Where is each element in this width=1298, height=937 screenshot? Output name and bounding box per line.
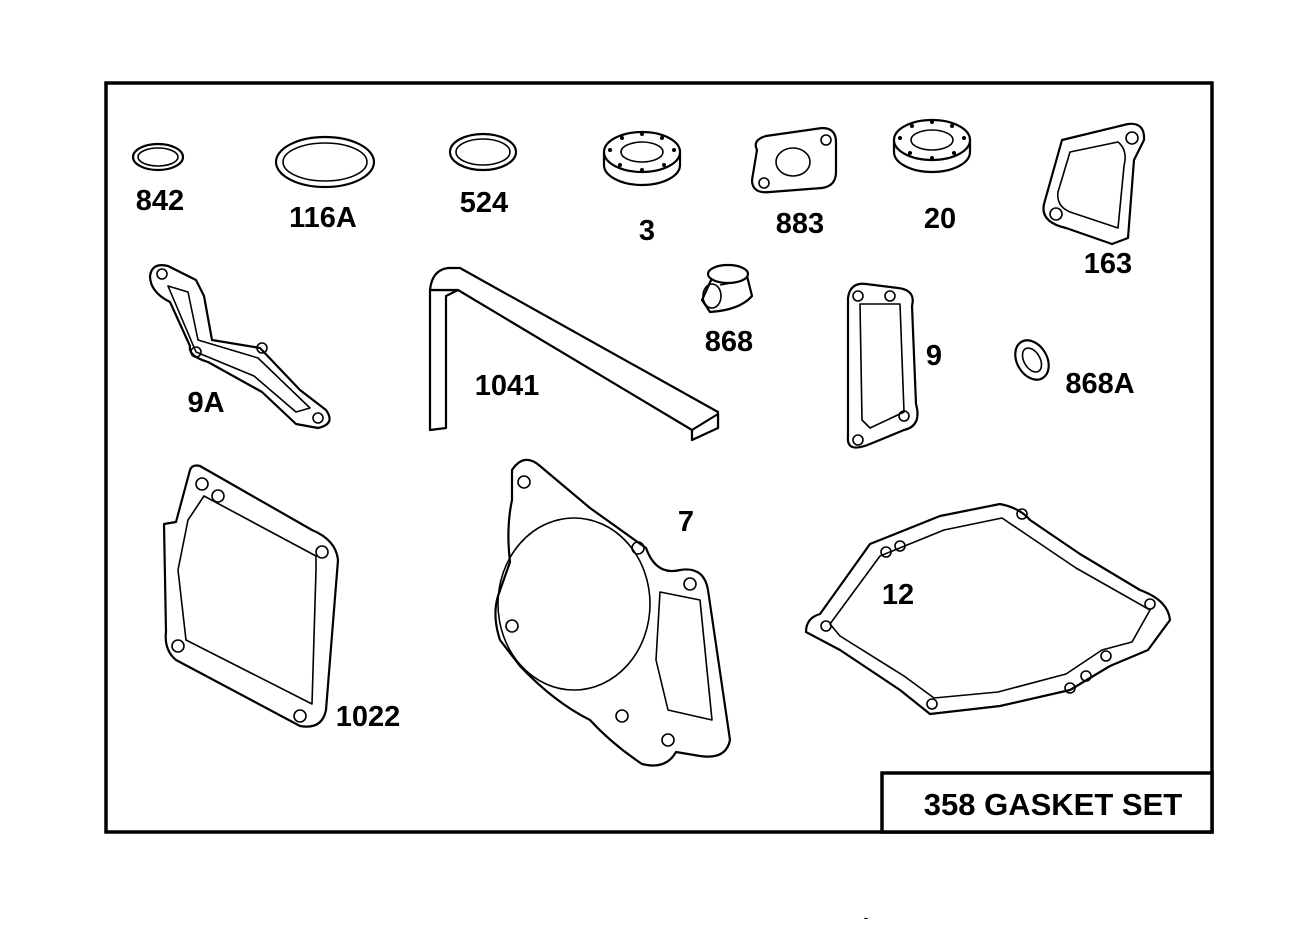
label-9A: 9A: [187, 387, 224, 419]
label-1022: 1022: [336, 701, 401, 733]
caption-box: 358 GASKET SET: [880, 771, 1214, 834]
label-163: 163: [1084, 248, 1132, 280]
label-7: 7: [678, 506, 694, 538]
part-868A-washer: [1014, 339, 1050, 381]
part-3-oil-seal: [602, 130, 682, 187]
part-883-flange-gasket: [750, 126, 838, 194]
part-20-oil-seal: [892, 118, 972, 174]
label-868A: 868A: [1065, 368, 1134, 400]
label-116A: 116A: [289, 202, 357, 234]
part-524-oring: [448, 132, 518, 172]
part-163-gasket: [1042, 122, 1146, 246]
label-12: 12: [882, 579, 914, 611]
part-1041-seal-strip: [428, 266, 720, 442]
label-9: 9: [926, 340, 942, 372]
stray-mark: -: [864, 909, 869, 925]
diagram-border: [104, 81, 1214, 834]
label-3: 3: [639, 215, 655, 247]
label-868: 868: [705, 326, 753, 358]
part-842-oring: [131, 142, 185, 172]
part-868-valve-seal: [700, 263, 754, 314]
label-883: 883: [776, 208, 824, 240]
label-524: 524: [460, 187, 508, 219]
label-20: 20: [924, 203, 956, 235]
part-1022-gasket: [162, 464, 340, 728]
part-116A-oring: [274, 135, 376, 189]
part-12-crankcase-gasket: [804, 502, 1172, 716]
part-9A-gasket: [148, 264, 331, 430]
part-9-gasket: [846, 282, 919, 449]
label-842: 842: [136, 185, 184, 217]
label-1041: 1041: [475, 370, 540, 402]
caption-title: 358 GASKET SET: [924, 787, 1182, 822]
part-7-head-gasket: [494, 458, 732, 767]
